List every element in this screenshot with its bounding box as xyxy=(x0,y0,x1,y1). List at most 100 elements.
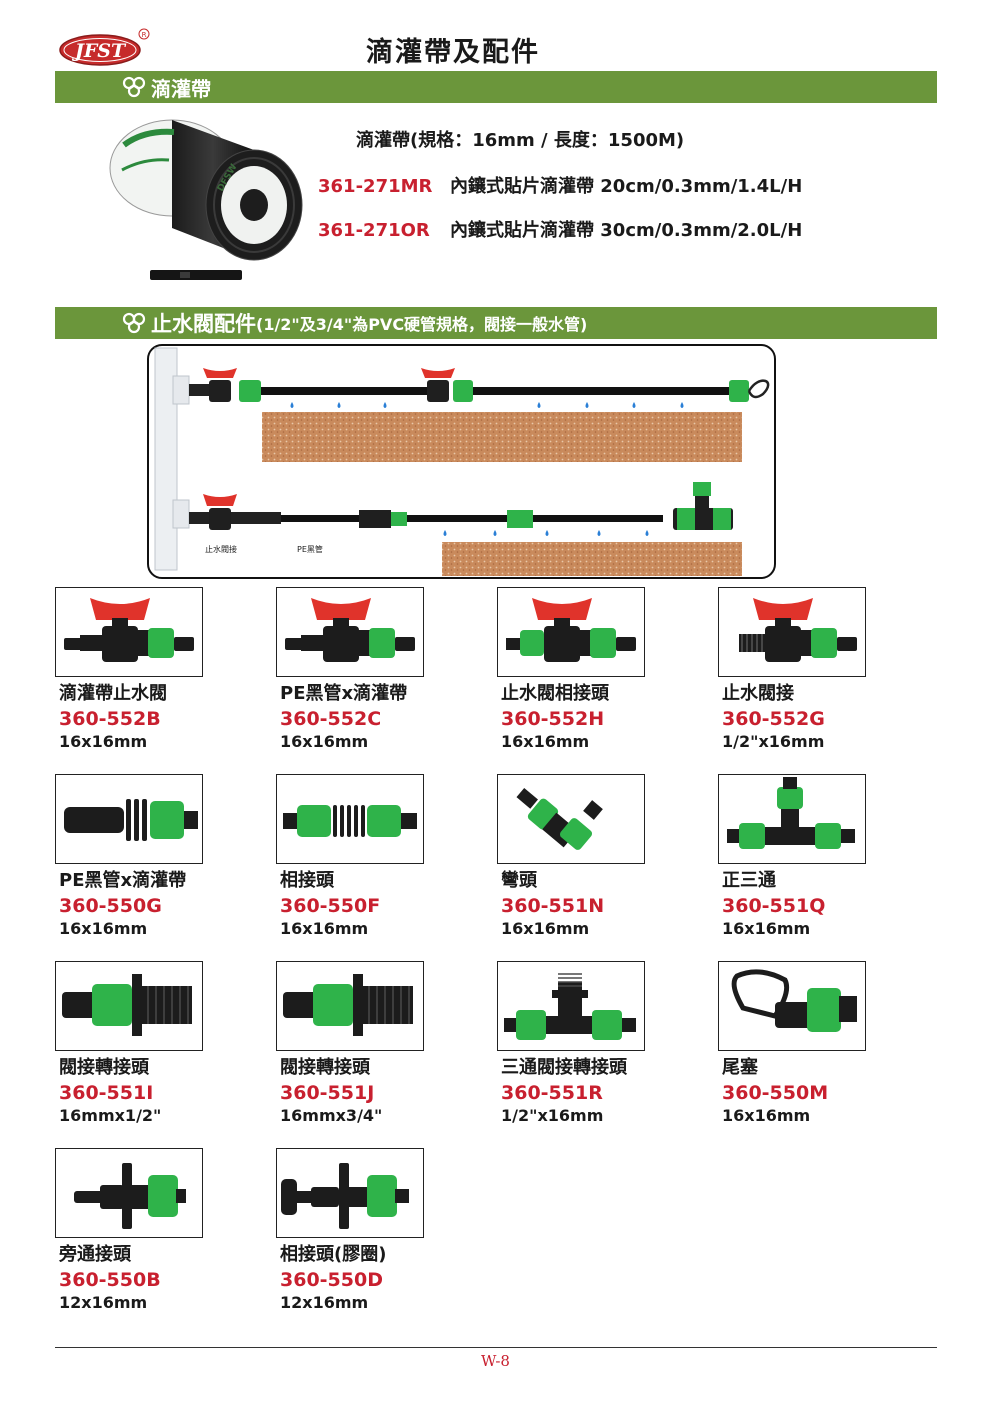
product-code: 360-550F xyxy=(280,895,381,917)
product-card: 相接頭 360-550F 16x16mm xyxy=(276,774,436,938)
product-size: 16x16mm xyxy=(59,919,148,938)
threaded-tee-icon xyxy=(504,973,636,1040)
product-name: 旁通接頭 xyxy=(59,1244,131,1265)
product-card: 尾塞 360-550M 16x16mm xyxy=(718,961,878,1125)
product-card: 彎頭 360-551N 16x16mm xyxy=(497,774,657,938)
section-label: 滴灌帶 xyxy=(151,76,211,101)
product-code: 361-271OR xyxy=(318,220,430,241)
product-photo xyxy=(276,1148,424,1238)
product-size: 1/2"x16mm xyxy=(501,1106,604,1125)
product-size: 16x16mm xyxy=(501,732,590,751)
product-code: 360-550M xyxy=(722,1082,829,1104)
diagram-label-valve: 止水閥接 xyxy=(205,544,237,554)
product-card: 閥接轉接頭 360-551J 16mmx3/4" xyxy=(276,961,436,1125)
bypass-connector-icon xyxy=(74,1163,186,1229)
logo-text: JFST xyxy=(72,40,127,62)
tee-icon xyxy=(727,777,855,849)
product-size: 16x16mm xyxy=(722,1106,811,1125)
product-photo xyxy=(718,587,866,677)
section-header-drip-tape: 滴灌帶 xyxy=(55,71,937,103)
product-card: 正三通 360-551Q 16x16mm xyxy=(718,774,878,938)
valve-icon xyxy=(739,598,857,662)
product-name: 相接頭 xyxy=(280,870,334,891)
product-code: 360-551N xyxy=(501,895,605,917)
product-name: 滴灌帶止水閥 xyxy=(59,683,167,704)
product-size: 12x16mm xyxy=(280,1293,369,1312)
product-card: 止水閥接 360-552G 1/2"x16mm xyxy=(718,587,878,751)
product-code: 360-552B xyxy=(59,708,161,730)
drip-tape-strip-image xyxy=(150,270,242,280)
clover-icon xyxy=(122,76,146,98)
svg-text:R: R xyxy=(142,31,147,39)
product-photo xyxy=(276,961,424,1051)
product-code: 360-550D xyxy=(280,1269,383,1291)
product-code: 361-271MR xyxy=(318,176,433,197)
product-name: 相接頭(膠圈) xyxy=(280,1244,387,1265)
drip-tape-product-row: 361-271MR 內鑲式貼片滴灌帶 20cm/0.3mm/1.4L/H xyxy=(318,172,802,198)
threaded-adapter-icon xyxy=(62,974,192,1036)
page-title: 滴灌帶及配件 xyxy=(366,37,540,68)
product-code: 360-551J xyxy=(280,1082,375,1104)
product-code: 360-552G xyxy=(722,708,825,730)
product-photo xyxy=(497,961,645,1051)
product-size: 16x16mm xyxy=(280,919,369,938)
product-code: 360-552C xyxy=(280,708,382,730)
jfst-logo: JFST R xyxy=(59,28,150,66)
product-name: 尾塞 xyxy=(722,1057,758,1078)
product-card: 止水閥相接頭 360-552H 16x16mm xyxy=(497,587,657,751)
product-card: 三通閥接轉接頭 360-551R 1/2"x16mm xyxy=(497,961,657,1125)
threaded-adapter-icon xyxy=(283,974,413,1036)
gasket-connector-icon xyxy=(281,1163,409,1229)
product-size: 16mmx1/2" xyxy=(59,1106,162,1125)
valve-icon xyxy=(506,598,636,662)
product-photo xyxy=(718,774,866,864)
product-code: 360-551I xyxy=(59,1082,154,1104)
product-name: 正三通 xyxy=(722,870,776,891)
installation-diagram: 止水閥接 PE黑管 xyxy=(147,344,776,579)
product-photo xyxy=(55,774,203,864)
valve-icon xyxy=(64,598,194,662)
product-card: 滴灌帶止水閥 360-552B 16x16mm xyxy=(55,587,215,751)
product-size: 12x16mm xyxy=(59,1293,148,1312)
product-name: 閥接轉接頭 xyxy=(59,1057,149,1078)
end-plug-icon xyxy=(731,969,857,1032)
product-code: 360-551Q xyxy=(722,895,826,917)
barb-connector-icon xyxy=(64,799,198,841)
product-size: 16mmx3/4" xyxy=(280,1106,383,1125)
page-number: W-8 xyxy=(481,1352,510,1370)
product-code: 360-552H xyxy=(501,708,605,730)
product-name: 止水閥接 xyxy=(722,683,794,704)
valve-icon xyxy=(285,598,415,662)
product-size: 16x16mm xyxy=(501,919,590,938)
product-card: PE黑管x滴灌帶 360-552C 16x16mm xyxy=(276,587,436,751)
product-photo xyxy=(497,774,645,864)
product-photo xyxy=(55,587,203,677)
product-card: 旁通接頭 360-550B 12x16mm xyxy=(55,1148,215,1312)
diagram-label-pe-pipe: PE黑管 xyxy=(297,544,323,554)
section-label: 止水閥配件 xyxy=(151,312,256,336)
product-card: 相接頭(膠圈) 360-550D 12x16mm xyxy=(276,1148,436,1312)
product-name: 閥接轉接頭 xyxy=(280,1057,370,1078)
product-name: 彎頭 xyxy=(501,870,537,891)
product-name: PE黑管x滴灌帶 xyxy=(280,683,408,704)
product-size: 1/2"x16mm xyxy=(722,732,825,751)
product-code: 360-551R xyxy=(501,1082,603,1104)
product-photo xyxy=(55,961,203,1051)
product-name: PE黑管x滴灌帶 xyxy=(59,870,187,891)
product-name: 三通閥接轉接頭 xyxy=(501,1057,627,1078)
product-photo xyxy=(276,587,424,677)
product-code: 360-550G xyxy=(59,895,162,917)
product-desc: 內鑲式貼片滴灌帶 30cm/0.3mm/2.0L/H xyxy=(450,220,803,241)
elbow-icon xyxy=(516,787,603,850)
clover-icon xyxy=(122,312,146,334)
product-desc: 內鑲式貼片滴灌帶 20cm/0.3mm/1.4L/H xyxy=(450,176,803,197)
product-name: 止水閥相接頭 xyxy=(501,683,609,704)
product-card: PE黑管x滴灌帶 360-550G 16x16mm xyxy=(55,774,215,938)
product-photo xyxy=(718,961,866,1051)
product-size: 16x16mm xyxy=(280,732,369,751)
product-card: 閥接轉接頭 360-551I 16mmx1/2" xyxy=(55,961,215,1125)
product-photo xyxy=(497,587,645,677)
product-code: 360-550B xyxy=(59,1269,161,1291)
product-size: 16x16mm xyxy=(59,732,148,751)
product-photo xyxy=(276,774,424,864)
